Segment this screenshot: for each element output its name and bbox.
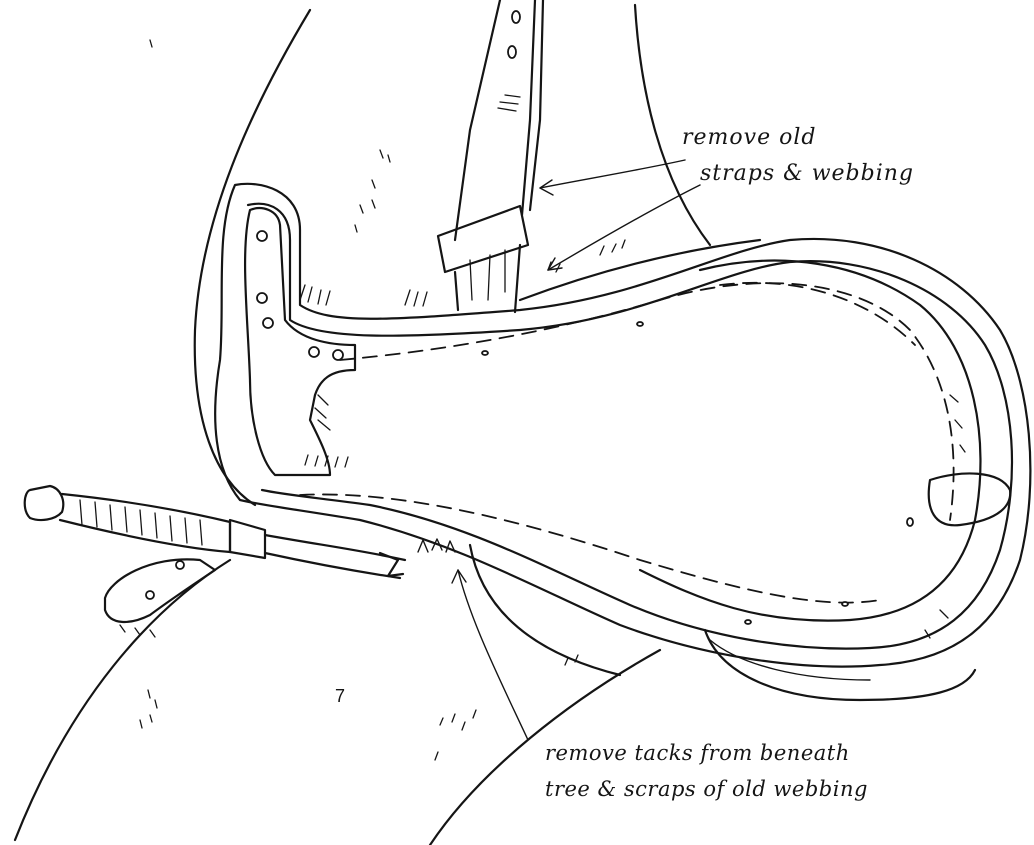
annotation-arrows	[452, 160, 700, 740]
horse-outline	[15, 5, 760, 845]
tacks-annotation-line-1: remove tacks from beneath	[545, 735, 868, 771]
chisel-icon	[25, 486, 405, 637]
straps-annotation-line-1: remove old	[682, 120, 914, 156]
tacks-annotation: remove tacks from beneath tree & scraps …	[545, 735, 868, 807]
tacks-annotation-line-2: tree & scraps of old webbing	[545, 771, 868, 807]
tacks	[418, 539, 455, 552]
tree-front	[245, 208, 427, 475]
straps-annotation: remove old straps & webbing	[682, 120, 914, 192]
straps-annotation-line-2: straps & webbing	[682, 156, 914, 192]
saddle-panel	[215, 184, 1030, 700]
girth-strap	[438, 0, 543, 312]
texture-marks	[140, 40, 625, 760]
page-number: 7	[335, 686, 345, 707]
